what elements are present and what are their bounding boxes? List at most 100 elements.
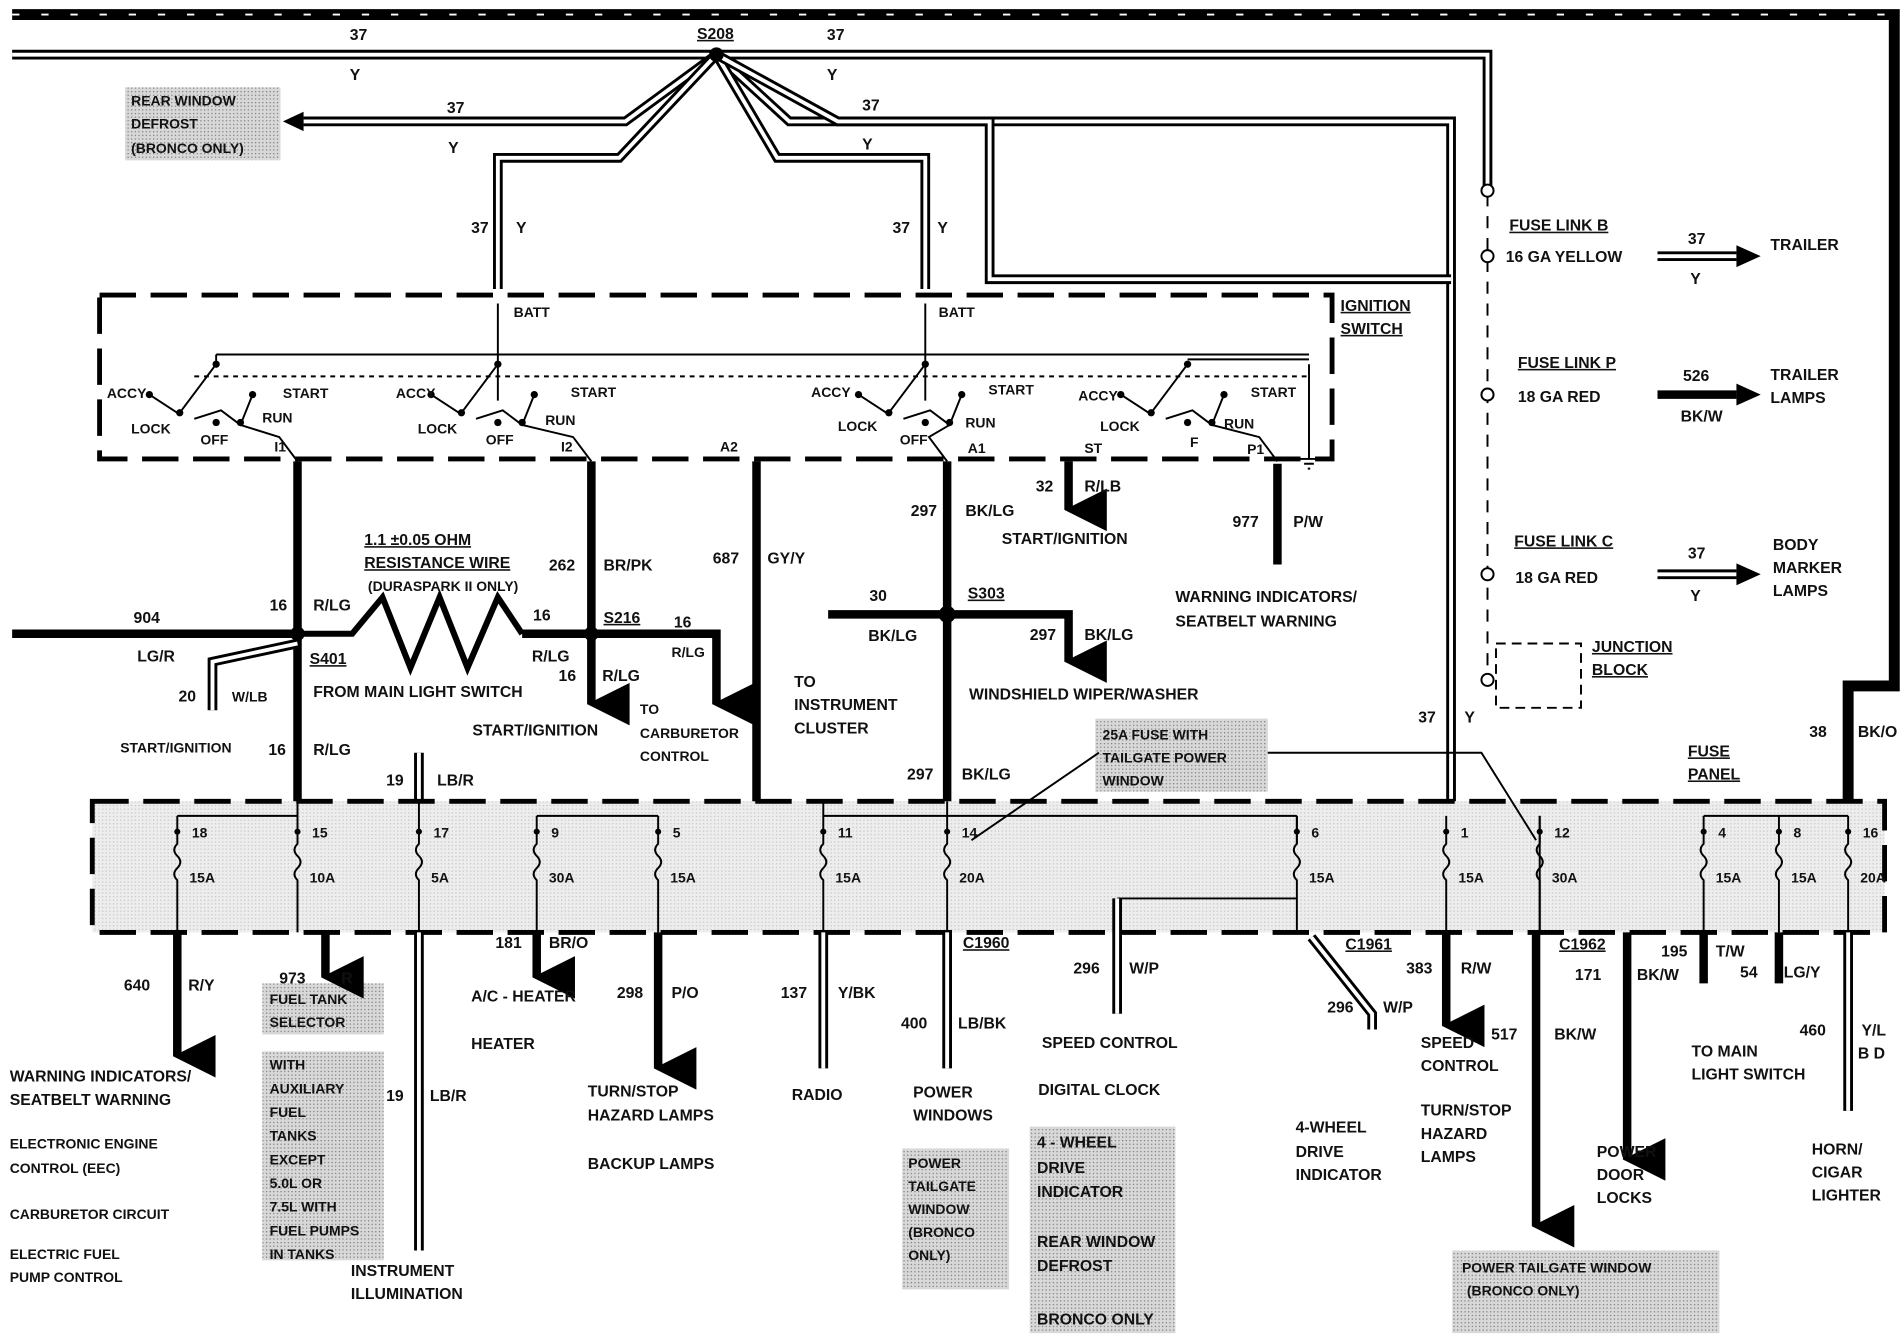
batt-bus [215, 303, 1310, 459]
note-label: WITH [270, 1057, 306, 1073]
destination-label: LIGHT SWITCH [1692, 1066, 1806, 1083]
fuse-icon [1844, 815, 1853, 933]
wire-color: R/LG [602, 668, 640, 685]
wire-number: 30 [869, 588, 887, 605]
wire-color: R/LG [313, 742, 351, 759]
destination-label: DEFROST [131, 116, 198, 132]
switch-pos: OFF [900, 431, 928, 447]
note-label: REAR WINDOW [1037, 1234, 1155, 1251]
wire-number: 171 [1575, 967, 1602, 984]
switch-pos: START [283, 385, 329, 401]
wire-inner [1309, 936, 1375, 1030]
fuse-number: 8 [1794, 825, 1802, 841]
wire-inner [715, 52, 1452, 282]
wire-number: 687 [713, 550, 740, 567]
destination-label: START/IGNITION [1002, 531, 1128, 548]
fuse-link-spec: 18 GA RED [1518, 389, 1601, 406]
fuse-link-terminal [1480, 672, 1495, 687]
terminal-label: I1 [274, 439, 286, 455]
switch-pos: ACCY [811, 384, 851, 400]
contact-dot [212, 360, 220, 368]
fuse-number: 17 [434, 825, 450, 841]
fuse-link-spec: 16 GA YELLOW [1506, 249, 1623, 266]
switch-pos: LOCK [838, 418, 878, 434]
bronco-box [1029, 1126, 1176, 1334]
destination-label: SELECTOR [270, 1014, 346, 1030]
destination-label: ELECTRONIC ENGINE [10, 1136, 158, 1152]
ptw2-box [1452, 1250, 1720, 1334]
wire-color: BK/LG [965, 503, 1014, 520]
terminal-label: ST [1084, 440, 1102, 456]
contact-dot [248, 390, 257, 399]
wire-color: Y/L [1862, 1023, 1887, 1040]
wire-color: R/Y [188, 978, 215, 995]
fuse-icon [1699, 815, 1708, 933]
switch-pos: START [1251, 384, 1297, 400]
destination-label: ILLUMINATION [351, 1286, 463, 1303]
destination-label: DOOR [1597, 1167, 1645, 1184]
wire-number: 137 [781, 985, 808, 1002]
wire-number: 400 [901, 1015, 928, 1032]
fuse-link-title: FUSE LINK P [1518, 355, 1616, 372]
wire-color: R [341, 970, 353, 987]
wire-number: 297 [907, 766, 934, 783]
destination-label: HAZARD [1421, 1126, 1488, 1143]
wire-color: BK/LG [962, 766, 1011, 783]
fuse-terminal [1443, 828, 1450, 835]
destination-label: CONTROL (EEC) [10, 1160, 121, 1176]
wire-color: R/LG [672, 644, 705, 660]
destination-label: HEATER [471, 1036, 535, 1053]
fuse-number: 14 [962, 825, 978, 841]
arrow-icon [282, 111, 304, 132]
wire-color: BK/W [1637, 967, 1679, 984]
wire-color: Y [448, 140, 459, 157]
fuse-panel-body [92, 801, 1885, 933]
switch-pos: ACCY [396, 385, 436, 401]
contact-dot [945, 418, 954, 427]
wire-number: 296 [1327, 1000, 1354, 1017]
wire-number: 37 [893, 220, 911, 237]
fuse-rating: 15A [1309, 870, 1335, 886]
splice-label: S208 [697, 26, 734, 43]
contact-dot [1147, 409, 1155, 417]
destination-label: RADIO [792, 1087, 843, 1104]
component-title: JUNCTION [1592, 639, 1673, 656]
wire-color: Y [937, 220, 948, 237]
resistance-label: (DURASPARK II ONLY) [368, 578, 518, 594]
destination-label: 4-WHEEL [1296, 1120, 1367, 1137]
resistance-label: RESISTANCE WIRE [364, 555, 510, 572]
switch-pos: RUN [965, 414, 995, 430]
contact-dot [145, 390, 153, 399]
destination-label: WINDOWS [913, 1108, 993, 1125]
note-label: 25A FUSE WITH [1103, 726, 1209, 742]
destination-label: MARKER [1773, 560, 1843, 577]
switch-pos: LOCK [131, 420, 171, 436]
fuse-link-spec: 18 GA RED [1515, 570, 1598, 587]
fuse-number: 6 [1311, 825, 1319, 841]
component-title: SWITCH [1341, 321, 1403, 338]
wire-color: R/LB [1084, 479, 1121, 496]
terminal-label: BATT [939, 304, 976, 320]
destination-label: WINDSHIELD WIPER/WASHER [969, 686, 1199, 703]
fuse-bus [177, 814, 1849, 933]
destination-label: CONTROL [640, 748, 709, 764]
junction-block [1495, 642, 1582, 709]
wire-number: 54 [1740, 964, 1758, 981]
wire-color: Y [862, 136, 873, 153]
destination-label: START/IGNITION [472, 723, 598, 740]
wire-color: Y/BK [838, 985, 876, 1002]
contact-dot [854, 390, 863, 399]
wire-color: LB/R [430, 1088, 467, 1105]
destination-label: REAR WINDOW [131, 93, 236, 109]
fuse25-box [1095, 718, 1268, 792]
terminal-label: A1 [968, 440, 986, 456]
note-label: BRONCO ONLY [1037, 1312, 1154, 1329]
fuse-link-circles [1480, 183, 1495, 687]
wire-number: 32 [1036, 479, 1054, 496]
s401-splice-dot [290, 626, 305, 642]
fuse-number: 18 [192, 825, 208, 841]
destination-label: CONTROL [1421, 1058, 1499, 1075]
